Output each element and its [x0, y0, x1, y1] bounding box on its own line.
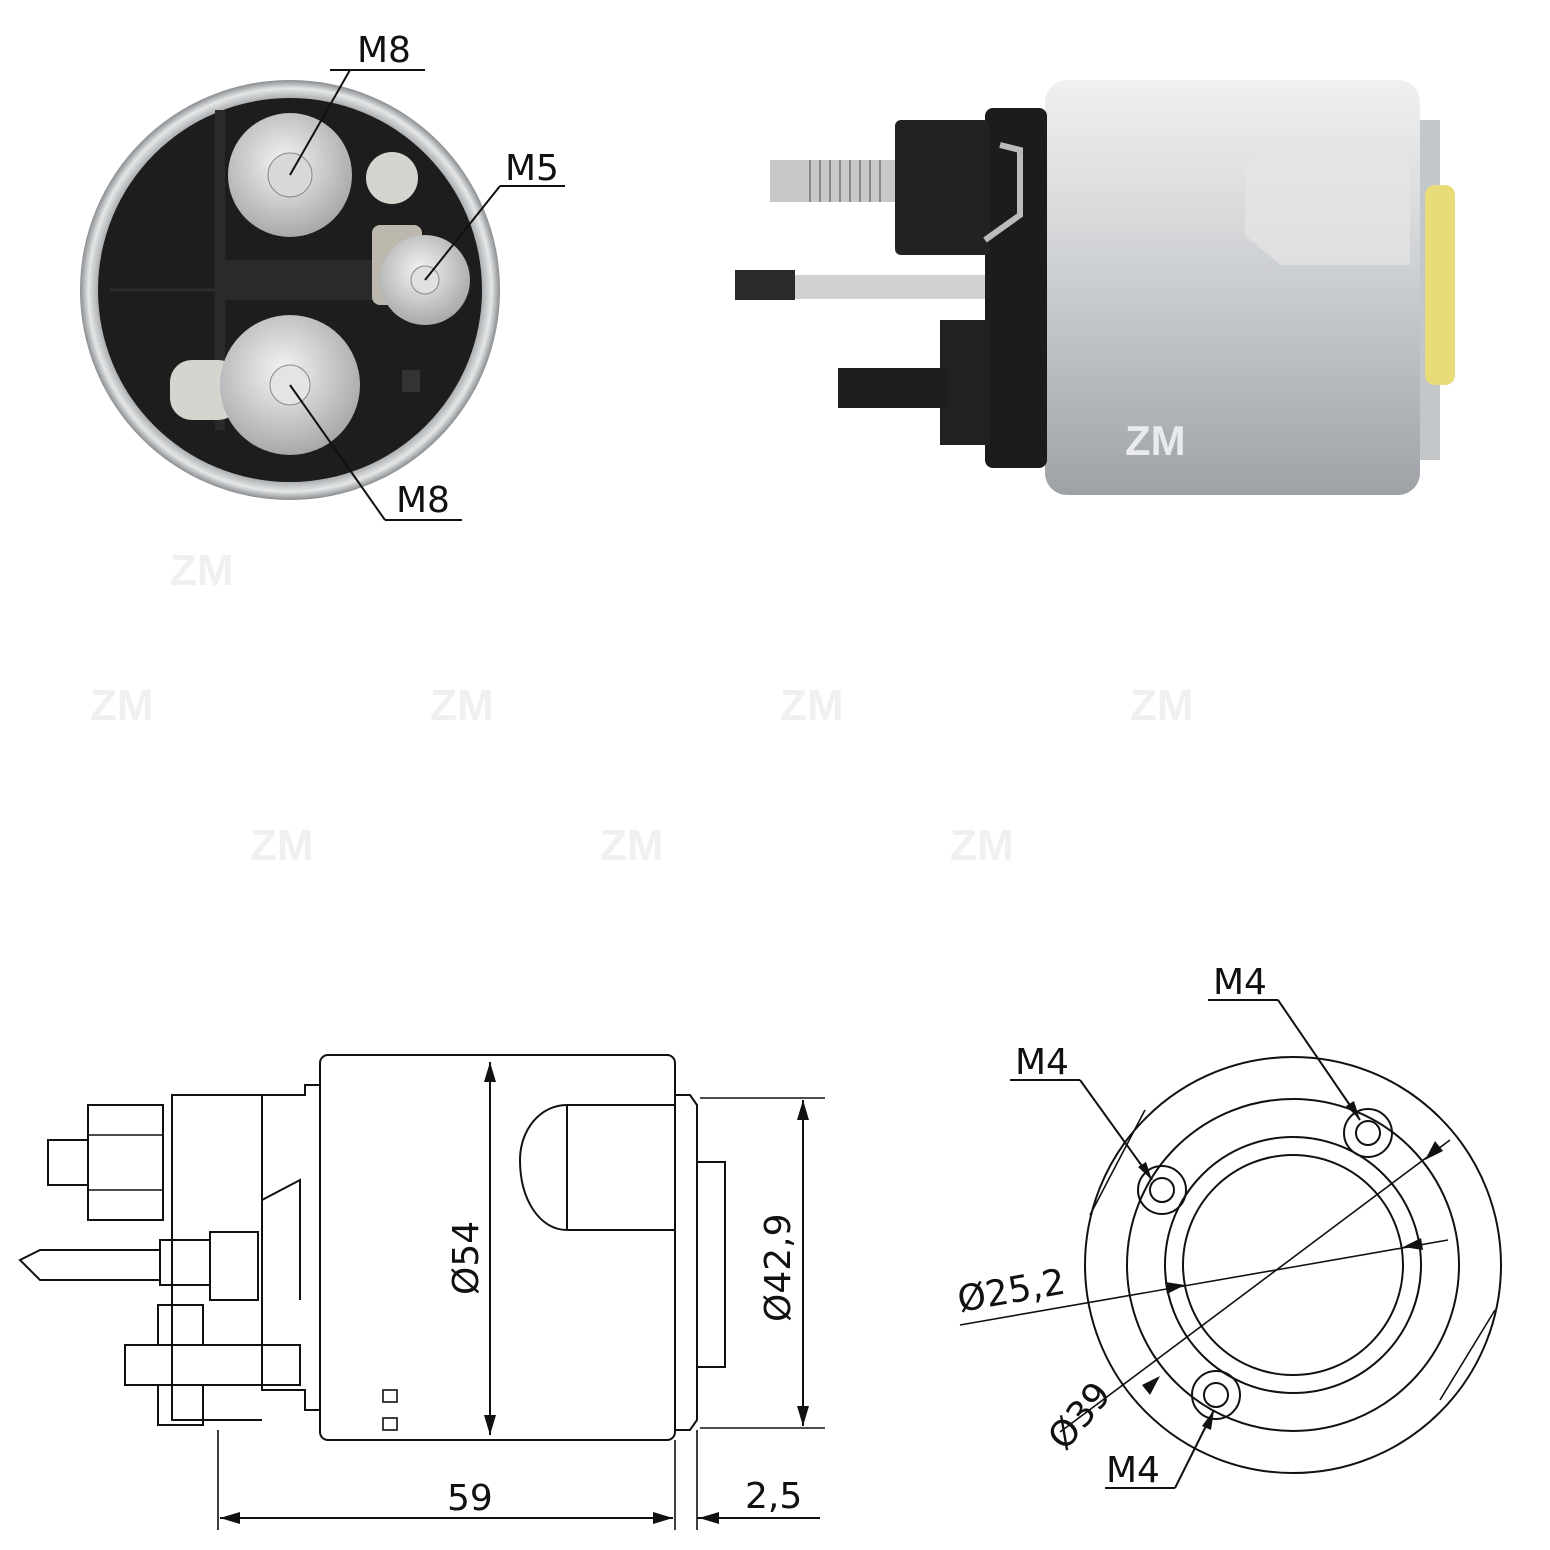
photo-side-view: ZM [735, 80, 1455, 495]
logo: ZM [1125, 417, 1186, 464]
label-m8-bottom: M8 [396, 480, 450, 521]
plunger [1425, 185, 1455, 385]
watermark: ZM [430, 681, 494, 730]
watermark: ZM [600, 821, 664, 870]
dim-bore-diameter: Ø25,2 [954, 1262, 1068, 1321]
dim-flange-diameter: Ø42,9 [758, 1214, 799, 1323]
watermark: ZM [780, 681, 844, 730]
watermark-pattern: ZM ZM ZM ZM ZM ZM ZM ZM [90, 546, 1194, 870]
watermark: ZM [90, 681, 154, 730]
label-m5: M5 [505, 148, 559, 189]
label-m8-top: M8 [357, 30, 411, 71]
stud-m5 [795, 275, 985, 299]
dim-offset: 2,5 [745, 1476, 802, 1517]
photo-end-view: M8 M5 M8 [80, 30, 565, 521]
dim-body-diameter: Ø54 [446, 1221, 487, 1295]
label-m4-top: M4 [1213, 962, 1267, 1003]
dim-length: 59 [447, 1478, 493, 1519]
drawing-side-view: Ø54 Ø42,9 59 2,5 [18, 1054, 825, 1530]
watermark: ZM [1130, 681, 1194, 730]
watermark: ZM [250, 821, 314, 870]
dim-bolt-circle-diameter: Ø39 [1040, 1375, 1119, 1458]
label-m4-left: M4 [1015, 1042, 1069, 1083]
terminal-cap [985, 108, 1047, 468]
drawing-end-view: M4 M4 M4 Ø25,2 Ø39 [954, 962, 1502, 1491]
stud-m8 [770, 160, 895, 202]
label-m4-bottom: M4 [1106, 1450, 1160, 1491]
watermark: ZM [950, 821, 1014, 870]
watermark: ZM [170, 546, 234, 595]
